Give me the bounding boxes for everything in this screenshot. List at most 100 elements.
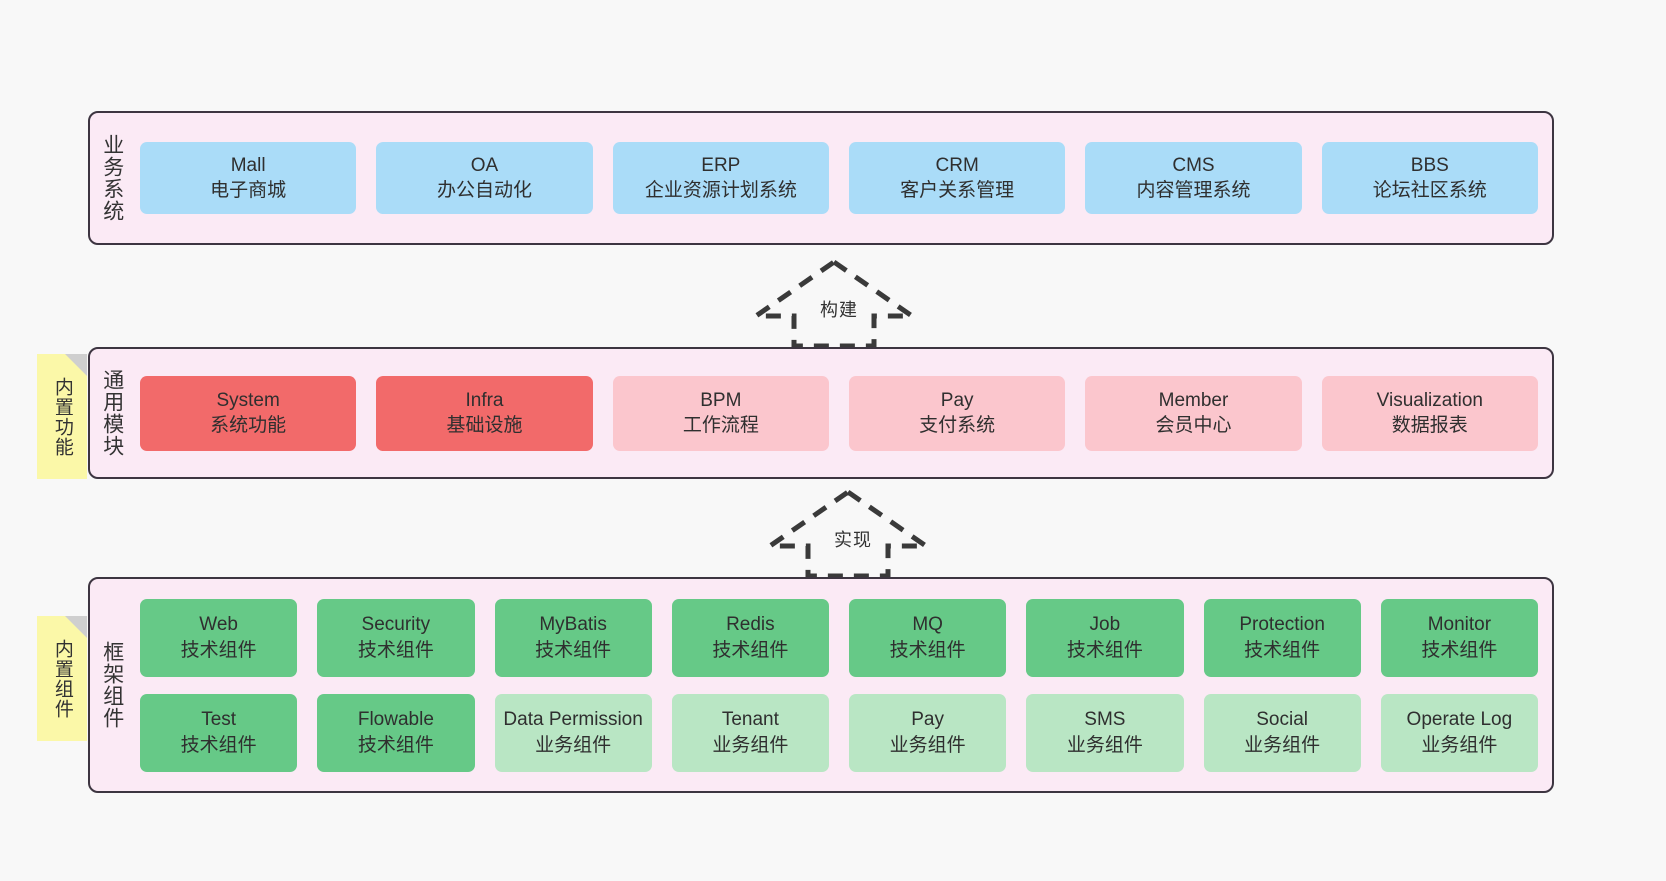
cell-name: MQ	[912, 614, 943, 636]
cell-desc: 技术组件	[712, 639, 789, 661]
cell-desc: 客户关系管理	[900, 180, 1015, 201]
cell-name: SMS	[1084, 709, 1126, 731]
framework-cell-sms[interactable]: SMS 业务组件	[1026, 693, 1184, 772]
framework-cell-operate-log[interactable]: Operate Log 业务组件	[1380, 693, 1538, 772]
arrow-implement: 实现	[761, 488, 935, 580]
cell-name: CMS	[1172, 154, 1215, 176]
cell-name: Social	[1256, 709, 1308, 731]
cell-desc: 业务组件	[889, 734, 966, 756]
framework-cell-mq[interactable]: MQ 技术组件	[849, 598, 1007, 677]
module-cell-pay[interactable]: Pay 支付系统	[848, 375, 1066, 451]
cell-desc: 内容管理系统	[1136, 180, 1251, 201]
cell-name: CRM	[935, 154, 979, 176]
cell-desc: 电子商城	[210, 180, 287, 201]
cell-desc: 技术组件	[1244, 639, 1321, 661]
cell-desc: 支付系统	[919, 415, 996, 436]
business-cell-bbs[interactable]: BBS 论坛社区系统	[1321, 142, 1538, 214]
arrow-build-label: 构建	[820, 300, 858, 320]
cell-desc: 技术组件	[889, 639, 966, 661]
framework-cell-redis[interactable]: Redis 技术组件	[671, 598, 829, 677]
cell-name: Job	[1089, 614, 1121, 636]
cell-desc: 企业资源计划系统	[644, 180, 797, 201]
cell-name: BPM	[700, 389, 742, 411]
cell-desc: 技术组件	[180, 734, 257, 756]
cell-name: Flowable	[357, 709, 434, 731]
framework-cell-flowable[interactable]: Flowable 技术组件	[317, 693, 475, 772]
business-cell-erp[interactable]: ERP 企业资源计划系统	[612, 142, 829, 214]
sticky-note-builtin-features: 内置功能	[37, 354, 87, 479]
layer-business-systems: 业务系统 Mall 电子商城 OA 办公自动化 ERP 企业资源计划系统 CRM 客户关系管理…	[88, 111, 1554, 245]
framework-cell-social[interactable]: Social 业务组件	[1203, 693, 1361, 772]
arrow-implement-label: 实现	[834, 530, 872, 550]
cell-name: ERP	[701, 154, 741, 176]
framework-cell-monitor[interactable]: Monitor 技术组件	[1380, 598, 1538, 677]
cell-desc: 工作流程	[682, 415, 759, 436]
framework-cell-job[interactable]: Job 技术组件	[1026, 598, 1184, 677]
cell-name: Web	[199, 614, 238, 636]
business-cell-oa[interactable]: OA 办公自动化	[376, 142, 593, 214]
cell-desc: 论坛社区系统	[1372, 180, 1487, 201]
layer-body-business: Mall 电子商城 OA 办公自动化 ERP 企业资源计划系统 CRM 客户关系管理 CMS 内容…	[134, 113, 1552, 243]
layer-title-modules: 通用模块	[100, 369, 124, 457]
business-cell-crm[interactable]: CRM 客户关系管理	[848, 142, 1066, 214]
cell-name: Test	[201, 709, 237, 731]
sticky-fold-corner-icon	[65, 616, 87, 638]
cell-name: Redis	[726, 614, 775, 636]
cell-desc: 系统功能	[210, 415, 287, 436]
cell-name: Mall	[230, 154, 266, 176]
cell-desc: 技术组件	[357, 734, 434, 756]
cell-desc: 技术组件	[180, 639, 257, 661]
cell-desc: 办公自动化	[436, 180, 532, 201]
arrow-build: 构建	[747, 258, 921, 350]
business-row: Mall 电子商城 OA 办公自动化 ERP 企业资源计划系统 CRM 客户关系管理 CMS 内容…	[140, 142, 1538, 214]
cell-name: OA	[470, 154, 499, 176]
cell-desc: 业务组件	[535, 734, 612, 756]
cell-desc: 业务组件	[712, 734, 789, 756]
sticky-note-label-framework: 内置组件	[51, 638, 73, 719]
cell-desc: 技术组件	[1066, 639, 1143, 661]
layer-title-business: 业务系统	[100, 134, 124, 222]
business-cell-mall[interactable]: Mall 电子商城	[140, 142, 357, 214]
cell-name: Member	[1158, 389, 1229, 411]
module-cell-infra[interactable]: Infra 基础设施	[376, 375, 593, 451]
framework-cell-protection[interactable]: Protection 技术组件	[1203, 598, 1361, 677]
cell-name: Infra	[465, 389, 504, 411]
sticky-fold-corner-icon	[65, 354, 87, 376]
business-cell-cms[interactable]: CMS 内容管理系统	[1085, 142, 1302, 214]
framework-cell-web[interactable]: Web 技术组件	[140, 598, 298, 677]
cell-name: Operate Log	[1406, 709, 1513, 731]
cell-name: MyBatis	[539, 614, 607, 636]
module-cell-bpm[interactable]: BPM 工作流程	[612, 375, 829, 451]
cell-name: BBS	[1410, 154, 1449, 176]
cell-desc: 业务组件	[1066, 734, 1143, 756]
layer-title-framework: 框架组件	[100, 641, 124, 729]
cell-name: Monitor	[1427, 614, 1492, 636]
cell-name: Pay	[940, 389, 974, 411]
framework-cell-mybatis[interactable]: MyBatis 技术组件	[494, 598, 652, 677]
cell-desc: 基础设施	[446, 415, 523, 436]
cell-desc: 技术组件	[1421, 639, 1498, 661]
sticky-note-builtin-components: 内置组件	[37, 616, 87, 741]
cell-desc: 业务组件	[1244, 734, 1321, 756]
cell-desc: 技术组件	[535, 639, 612, 661]
cell-desc: 技术组件	[357, 639, 434, 661]
cell-name: Protection	[1239, 614, 1325, 636]
cell-desc: 业务组件	[1421, 734, 1498, 756]
cell-name: Visualization	[1376, 389, 1483, 411]
framework-cell-test[interactable]: Test 技术组件	[140, 693, 298, 772]
